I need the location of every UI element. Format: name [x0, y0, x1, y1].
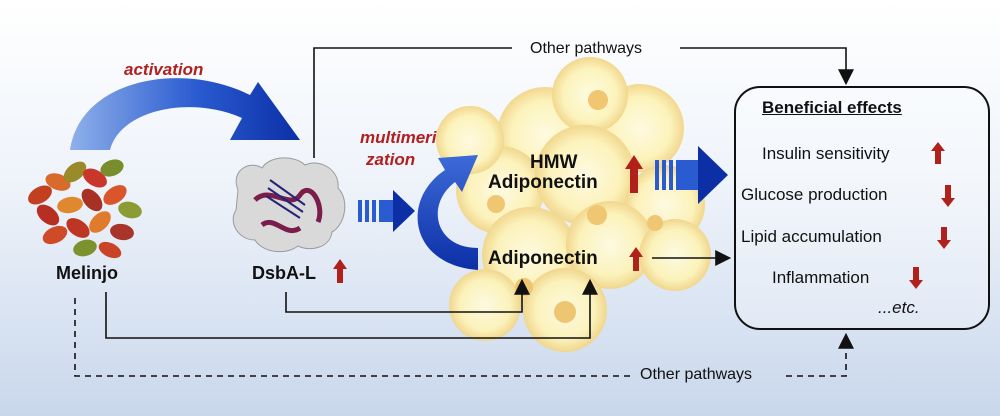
multimerization-arrow [358, 190, 415, 232]
melinjo-label: Melinjo [56, 263, 118, 283]
other-pathways-top-line [313, 47, 846, 158]
inflammation-down-arrow-icon [909, 267, 923, 289]
melinjo-to-adiponectin-line [105, 278, 598, 339]
activation-label: activation [124, 60, 204, 79]
dsba-to-adiponectin-line [285, 278, 530, 313]
insulin-up-arrow-icon [931, 142, 945, 164]
glucose-down-arrow-icon [941, 185, 955, 207]
beneficial-effects-title: Beneficial effects [762, 98, 902, 117]
adiponectin-label: Adiponectin [488, 248, 598, 269]
adipocyte-cluster [436, 57, 711, 352]
effect-glucose-production: Glucose production [741, 185, 888, 204]
dsba-label: DsbA-L [252, 263, 316, 283]
other-pathways-bottom-line [74, 298, 846, 377]
multimerization-label-line2: zation [366, 150, 416, 169]
etc-label: ...etc. [878, 298, 920, 317]
other-pathways-bottom-label: Other pathways [640, 366, 753, 383]
activation-arrow [70, 78, 300, 150]
dsba-up-arrow-icon [333, 259, 347, 283]
adiponectin-up-arrow-icon [629, 247, 643, 271]
hmw-to-effects-arrow [655, 146, 728, 204]
dsba-protein-image [232, 157, 346, 253]
other-pathways-top-label: Other pathways [530, 40, 643, 57]
melinjo-fruit-image [28, 159, 142, 259]
effect-lipid-accumulation: Lipid accumulation [741, 227, 882, 246]
multimerization-label-line1: multimeri [360, 128, 437, 147]
effect-insulin-sensitivity: Insulin sensitivity [762, 144, 890, 163]
lipid-down-arrow-icon [937, 227, 951, 249]
hmw-up-arrow-icon [625, 155, 643, 193]
hmw-label: HMW [530, 152, 578, 173]
multimerization-curve [417, 155, 478, 270]
beneficial-effects-box [734, 86, 990, 330]
effect-inflammation: Inflammation [772, 268, 870, 287]
hmw-adiponectin-label: Adiponectin [488, 172, 598, 193]
